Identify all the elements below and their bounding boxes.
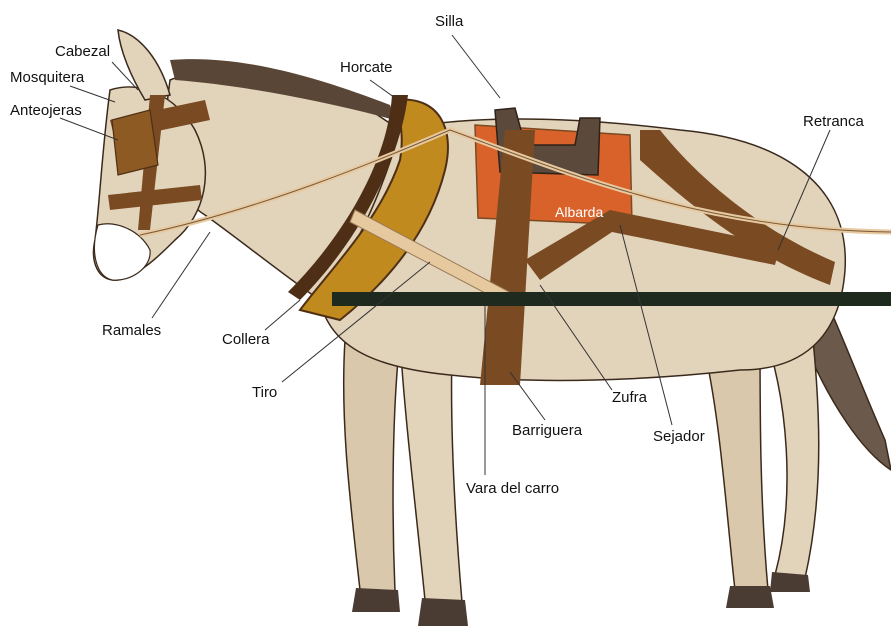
cart-shaft: [332, 292, 891, 306]
label-retranca: Retranca: [803, 114, 864, 129]
label-ramales: Ramales: [102, 323, 161, 338]
hoof: [418, 598, 468, 626]
front-leg-left: [344, 340, 398, 592]
label-anteojeras: Anteojeras: [10, 103, 82, 118]
front-leg-right: [400, 340, 462, 602]
label-mosquitera: Mosquitera: [10, 70, 84, 85]
label-cabezal: Cabezal: [55, 44, 110, 59]
label-tiro: Tiro: [252, 385, 277, 400]
label-vara-del-carro: Vara del carro: [466, 481, 559, 496]
label-sejador: Sejador: [653, 429, 705, 444]
label-horcate: Horcate: [340, 60, 393, 75]
label-zufra: Zufra: [612, 390, 647, 405]
label-albarda: Albarda: [555, 205, 603, 219]
label-barriguera: Barriguera: [512, 423, 582, 438]
label-silla: Silla: [435, 14, 463, 29]
hoof: [770, 572, 810, 592]
hoof: [352, 588, 400, 612]
label-collera: Collera: [222, 332, 270, 347]
hoof: [726, 586, 774, 608]
blinkers: [112, 110, 158, 175]
